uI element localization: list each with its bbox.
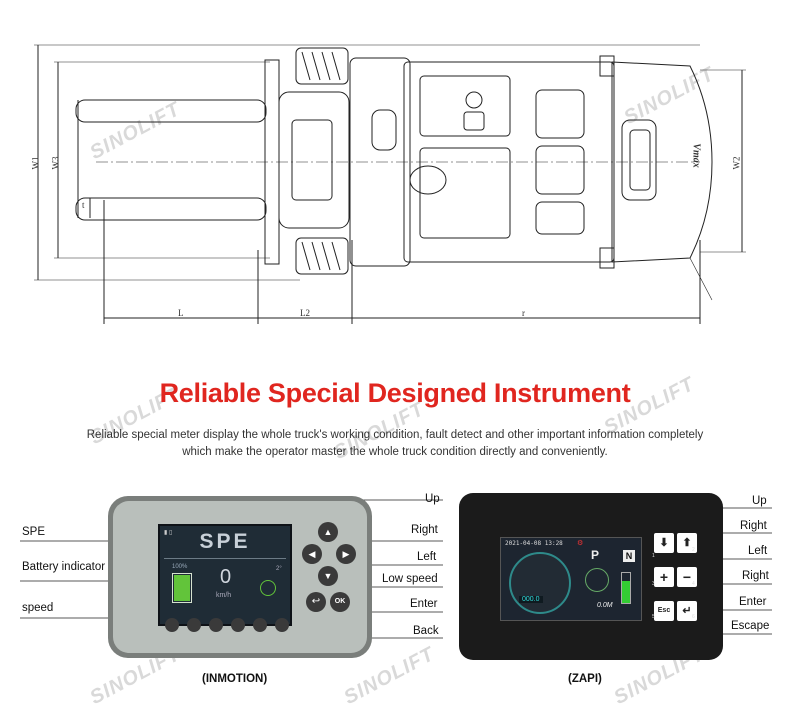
function-key-1[interactable] — [165, 618, 179, 632]
dim-w1: W1 — [30, 156, 41, 170]
label-right: Right — [411, 524, 438, 536]
key-number: 4 — [692, 581, 695, 587]
gear-indicator: P — [591, 548, 600, 562]
inmotion-screen: ▮ ▯ SPE 100% 0 km/h 2° — [158, 524, 292, 626]
label-back: Back — [413, 625, 439, 637]
enter-key[interactable]: ↵ — [677, 601, 697, 621]
zapi-label-enter: Enter — [739, 596, 767, 608]
zapi-label-right-1: Right — [740, 520, 767, 532]
down-arrow-key[interactable]: ⬇ — [654, 533, 674, 553]
description-line-2: which make the operator master the whole… — [182, 446, 608, 458]
back-button[interactable]: ↩ — [306, 592, 326, 612]
function-key-5[interactable] — [253, 618, 267, 632]
screen-datetime: 2021-04-08 13:28 — [505, 540, 563, 547]
key-number: 3 — [652, 581, 655, 587]
caption-zapi: (ZAPI) — [568, 673, 602, 685]
caption-inmotion: (INMOTION) — [202, 673, 268, 685]
zapi-screen: 2021-04-08 13:28 ⚙ 000.0 P N 0.0M — [500, 537, 642, 621]
tilt-angle: 2° — [276, 566, 282, 572]
label-battery-indicator: Battery indicator — [22, 561, 106, 573]
section-heading: Reliable Special Designed Instrument — [159, 378, 631, 408]
zapi-label-left: Left — [748, 545, 768, 557]
zapi-label-up: Up — [752, 495, 767, 507]
function-key-6[interactable] — [275, 618, 289, 632]
speed-unit: km/h — [216, 592, 232, 599]
key-number: 1 — [652, 553, 655, 559]
label-low-speed: Low speed — [382, 573, 438, 585]
right-button[interactable]: ▶ — [336, 544, 356, 564]
function-key-3[interactable] — [209, 618, 223, 632]
minus-key[interactable]: − — [677, 567, 697, 587]
dim-r: r — [522, 308, 525, 318]
screen-status-icon: ▮ ▯ — [164, 530, 173, 536]
fork-height-value: 0.0M — [597, 602, 613, 609]
warning-icon: ⚙ — [577, 540, 584, 547]
dim-l2: L2 — [300, 308, 310, 318]
label-speed: speed — [22, 602, 54, 614]
label-spe: SPE — [22, 526, 46, 538]
key-number: 2 — [692, 547, 695, 553]
plus-key[interactable]: + — [654, 567, 674, 587]
forklift-top-view-drawing — [34, 44, 746, 324]
key-number: 6 — [692, 614, 695, 620]
low-speed-button[interactable]: ▼ — [318, 566, 338, 586]
label-enter: Enter — [410, 598, 438, 610]
up-button[interactable]: ▲ — [318, 522, 338, 542]
esc-key[interactable]: Esc — [654, 601, 674, 621]
up-arrow-key[interactable]: ⬆ — [677, 533, 697, 553]
label-up: Up — [425, 493, 440, 505]
label-left: Left — [417, 551, 437, 563]
screen-spe-title: SPE — [199, 530, 251, 553]
speed-value: 0 — [220, 566, 232, 588]
screen-divider — [164, 558, 286, 559]
zapi-label-escape: Escape — [731, 620, 770, 632]
left-button[interactable]: ◀ — [302, 544, 322, 564]
battery-percent: 100% — [172, 564, 188, 570]
battery-bar — [621, 572, 631, 604]
ok-button[interactable]: OK — [330, 592, 350, 612]
function-key-4[interactable] — [231, 618, 245, 632]
description-line-1: Reliable special meter display the whole… — [86, 429, 704, 441]
dim-t: t — [82, 200, 85, 210]
key-number: 5 — [652, 614, 655, 620]
speedometer-dial — [509, 552, 571, 614]
odometer-value: 000.0 — [519, 596, 543, 603]
tilt-gauge-icon — [585, 568, 609, 592]
zapi-label-right-2: Right — [742, 570, 769, 582]
tilt-gauge-icon — [260, 580, 276, 596]
mode-indicator: N — [623, 550, 635, 562]
dim-l: L — [178, 308, 184, 318]
dim-w2: W2 — [731, 156, 742, 170]
section-description: Reliable special meter display the whole… — [60, 427, 730, 461]
brand-plate: Vmax — [690, 143, 702, 168]
dim-w3: W3 — [50, 156, 61, 170]
function-key-2[interactable] — [187, 618, 201, 632]
battery-icon — [172, 573, 192, 603]
